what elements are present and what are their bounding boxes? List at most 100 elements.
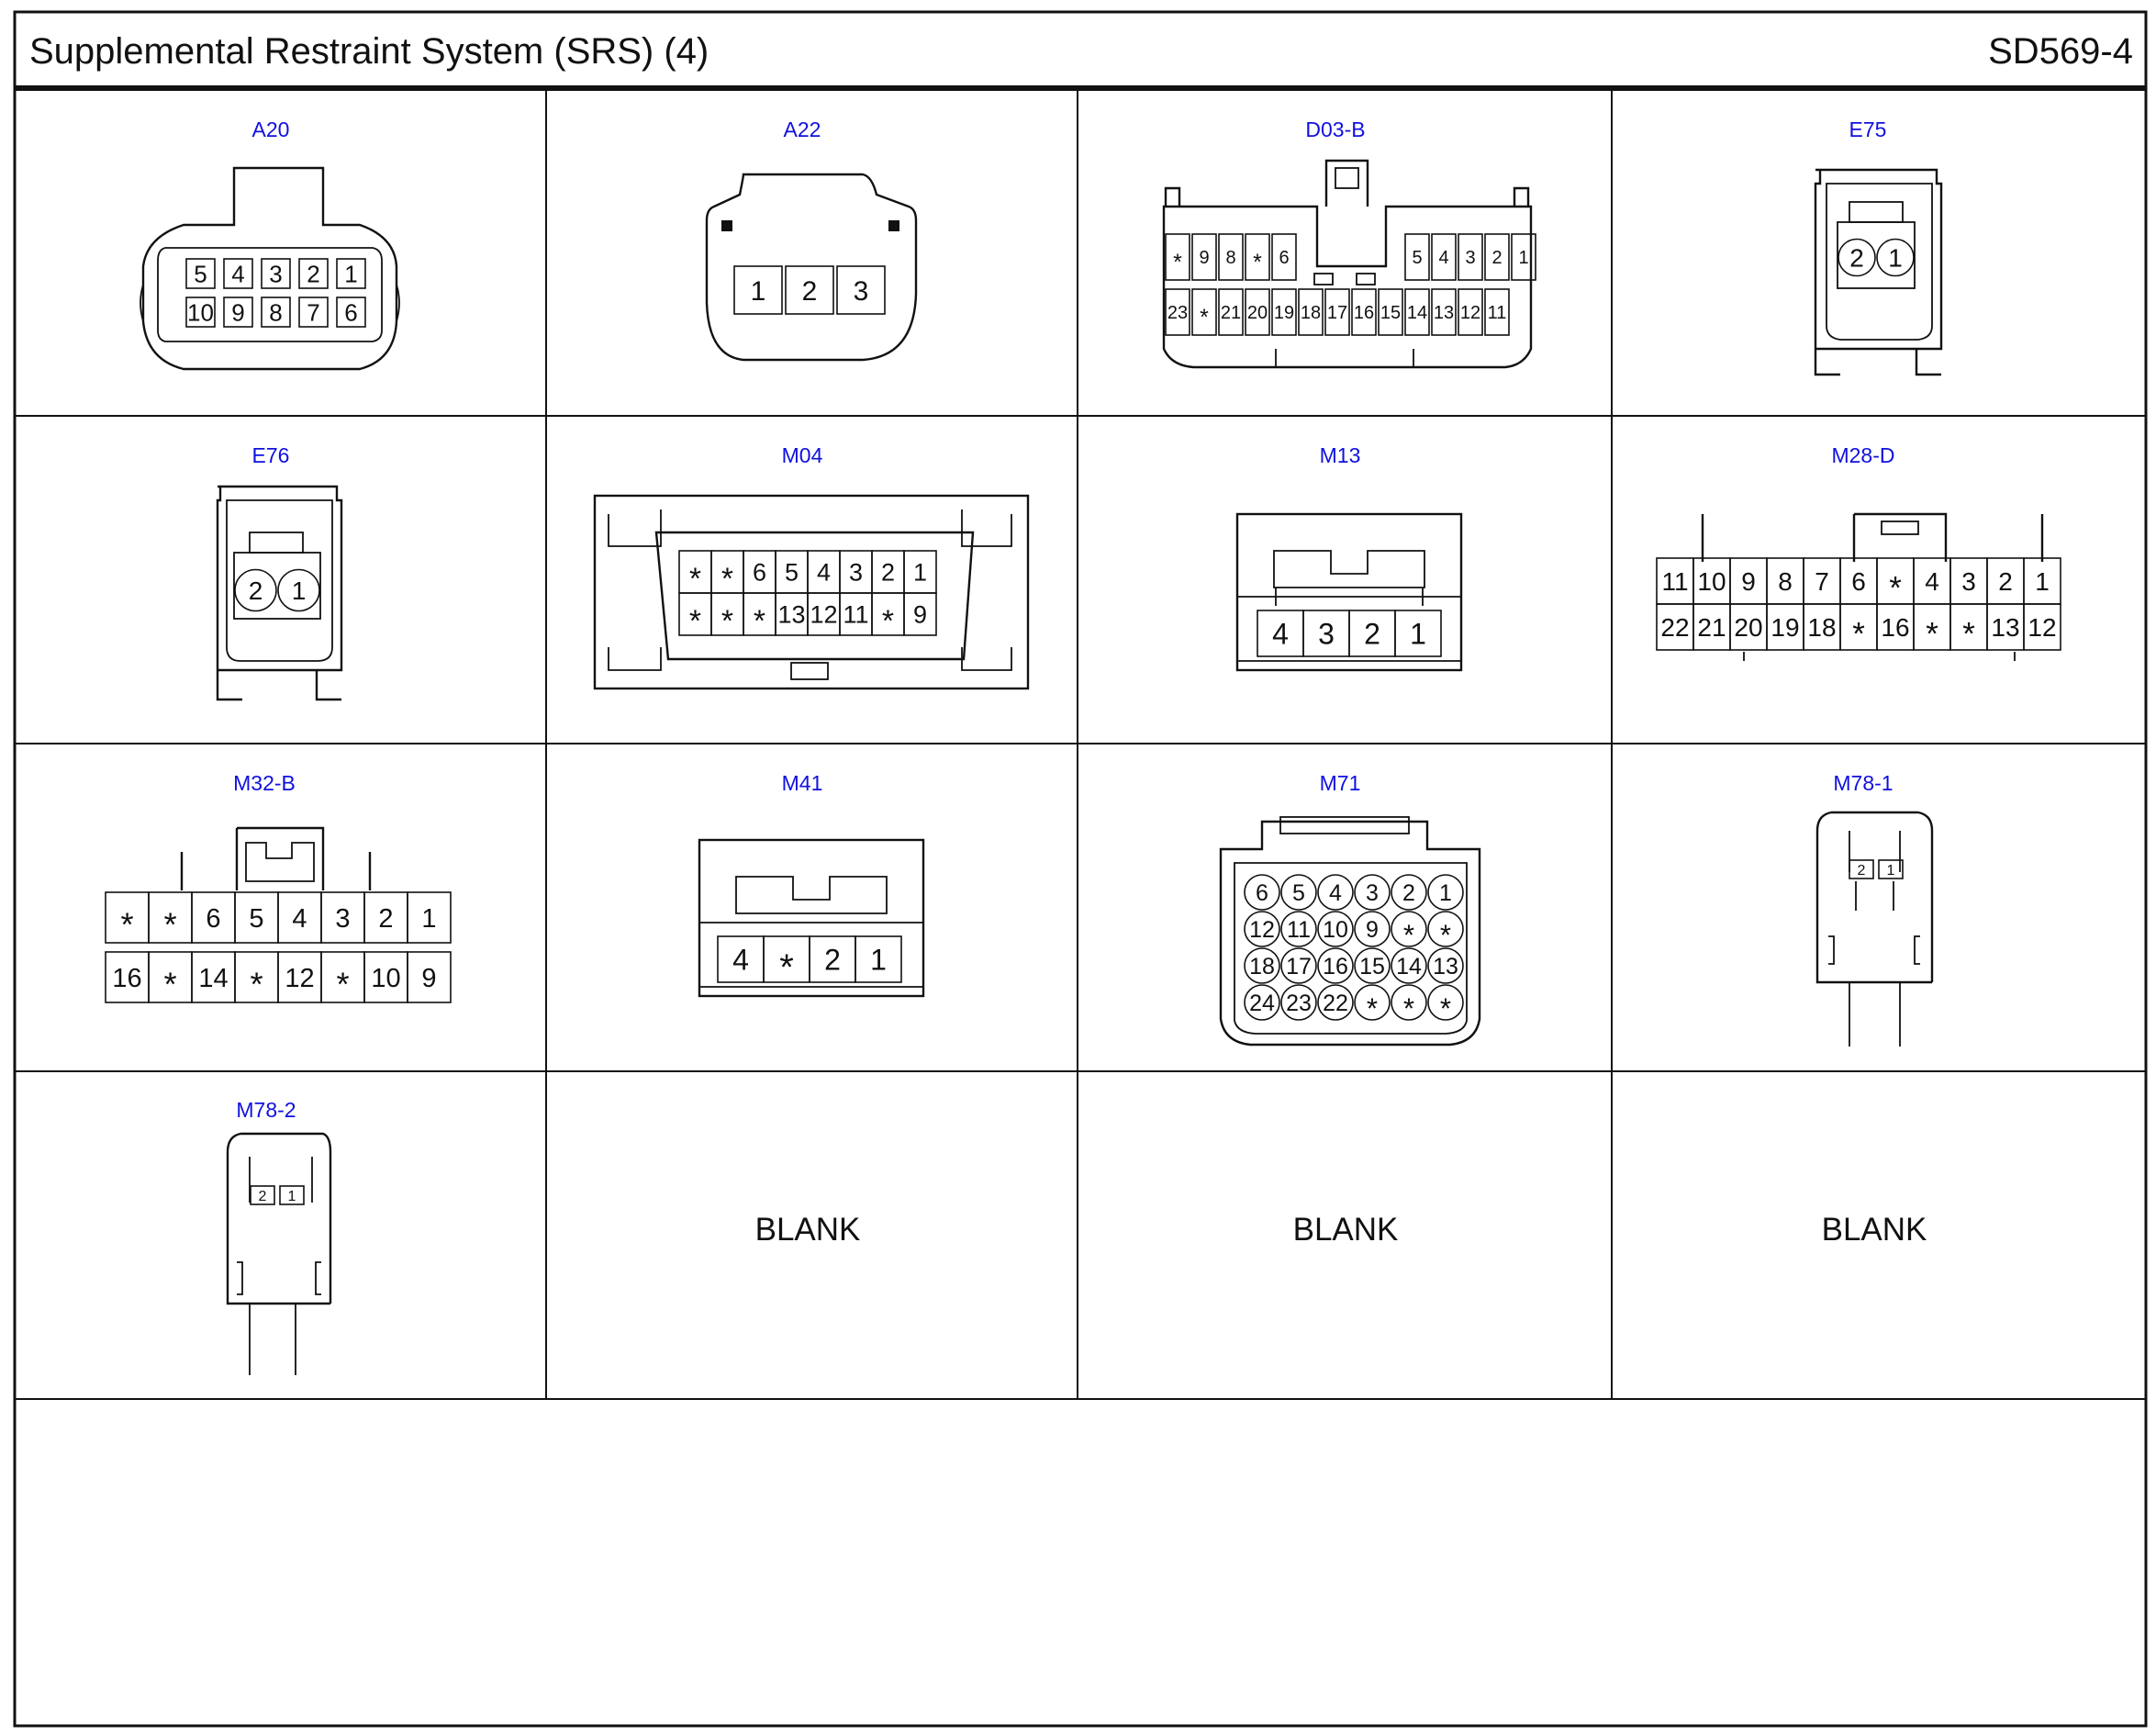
connector-a22-housing xyxy=(705,173,918,362)
pin-unused-marker: * xyxy=(1173,250,1182,275)
pin-number: 13 xyxy=(1433,954,1458,979)
pin-number: 20 xyxy=(1247,303,1268,323)
pin-number: 22 xyxy=(1660,613,1689,642)
pin-unused-marker: * xyxy=(1253,250,1262,275)
pin-unused-marker: * xyxy=(882,604,894,639)
pin-number: 4 xyxy=(1925,567,1939,596)
pin-cavity xyxy=(1391,984,1427,1021)
pin-cavity xyxy=(1427,984,1464,1021)
pin-number: 1 xyxy=(913,559,927,587)
pin-cavity xyxy=(1458,233,1483,281)
pin-number: 8 xyxy=(1225,248,1235,268)
a22-latch-mark-left xyxy=(721,220,732,231)
pin-cavity xyxy=(1271,288,1297,336)
pin-cavity xyxy=(903,592,937,636)
pin-unused-marker: * xyxy=(1200,305,1209,330)
pin-cavity xyxy=(1244,947,1280,984)
pin-cavity xyxy=(1351,288,1377,336)
connector-m78-1-housing xyxy=(1815,811,1934,1047)
pin-cavity xyxy=(277,568,320,612)
pin-cavity xyxy=(1354,911,1391,947)
pin-number: 3 xyxy=(335,904,350,934)
pin-number: 15 xyxy=(1359,954,1385,979)
pin-number: 13 xyxy=(1991,613,2019,642)
connector-m13-housing xyxy=(1235,512,1463,672)
pin-number: 2 xyxy=(1491,248,1502,268)
pin-number: 12 xyxy=(2028,613,2056,642)
pin-cavity xyxy=(223,297,253,328)
pin-number: 9 xyxy=(421,964,436,993)
pin-number: 2 xyxy=(802,276,818,307)
pin-number: 4 xyxy=(231,260,244,287)
pin-number: 6 xyxy=(206,904,220,934)
connector-m32-b-housing xyxy=(180,826,372,890)
pin-cavity xyxy=(733,265,783,315)
pin-cavity xyxy=(1244,874,1280,911)
pin-cavity xyxy=(298,297,329,328)
pin-cavity xyxy=(1427,911,1464,947)
page-title: Supplemental Restraint System (SRS) (4) xyxy=(29,31,709,72)
pin-number: 1 xyxy=(1439,880,1452,906)
pin-grid-a22: 1 2 3 xyxy=(733,265,886,315)
pin-number: 13 xyxy=(777,601,805,629)
pin-number: 10 xyxy=(1697,567,1726,596)
pin-number: 8 xyxy=(269,298,282,326)
pin-unused-marker: * xyxy=(163,905,176,943)
pin-cavity xyxy=(1317,874,1354,911)
pin-unused-marker: * xyxy=(689,562,701,597)
pin-cavity xyxy=(1165,288,1190,336)
pin-cavity xyxy=(1280,874,1317,911)
pin-cavity xyxy=(855,935,902,983)
pin-cavity xyxy=(185,258,216,289)
pin-cavity xyxy=(1431,233,1457,281)
pin-cavity xyxy=(1280,947,1317,984)
pin-number: 13 xyxy=(1434,303,1454,323)
pin-cavity xyxy=(407,951,452,1003)
pin-cavity xyxy=(234,568,277,612)
pin-cavity xyxy=(1354,947,1391,984)
table-grid xyxy=(15,88,2146,1400)
pin-cavity xyxy=(1394,610,1442,657)
pin-number: 3 xyxy=(854,276,869,307)
connector-m78-2-housing xyxy=(226,1132,332,1375)
connector-label-m13: M13 xyxy=(1320,443,1361,467)
connector-label-d03-b: D03-B xyxy=(1305,118,1365,141)
pin-number: 17 xyxy=(1327,303,1347,323)
pin-cavity xyxy=(1280,984,1317,1021)
connector-d03-b-housing xyxy=(1162,159,1533,369)
pin-number: 12 xyxy=(810,601,837,629)
pin-number: 5 xyxy=(249,904,263,934)
pin-cavity xyxy=(1511,233,1536,281)
pin-cavity xyxy=(1191,288,1217,336)
pin-unused-marker: * xyxy=(163,965,176,1002)
connector-label-m78-1: M78-1 xyxy=(1833,771,1893,795)
pin-cavity xyxy=(261,297,291,328)
pin-cavity xyxy=(1849,859,1874,879)
pin-number: 19 xyxy=(1274,303,1294,323)
pin-number: 2 xyxy=(1849,244,1864,273)
pin-number: 6 xyxy=(1279,248,1289,268)
pin-unused-marker: * xyxy=(1852,616,1865,652)
pin-number: 6 xyxy=(1256,880,1268,906)
pin-number: 8 xyxy=(1778,567,1793,596)
pin-number: 1 xyxy=(751,276,766,307)
pin-number: 4 xyxy=(732,944,749,977)
pin-number: 9 xyxy=(231,298,244,326)
pin-number: 12 xyxy=(1460,303,1480,323)
pin-cavity xyxy=(1458,288,1483,336)
connector-m71-housing xyxy=(1219,816,1481,1047)
pin-unused-marker: * xyxy=(120,905,133,943)
pin-number: 2 xyxy=(881,559,895,587)
pin-number: 18 xyxy=(1807,613,1836,642)
pin-cavity xyxy=(1298,288,1324,336)
pin-number: 1 xyxy=(344,260,357,287)
connector-m04-housing xyxy=(593,494,1030,690)
pin-cavity xyxy=(1378,288,1403,336)
pin-number: 1 xyxy=(1410,618,1426,651)
blank-cell-3: BLANK xyxy=(1822,1212,1927,1248)
pin-cavity xyxy=(336,297,366,328)
